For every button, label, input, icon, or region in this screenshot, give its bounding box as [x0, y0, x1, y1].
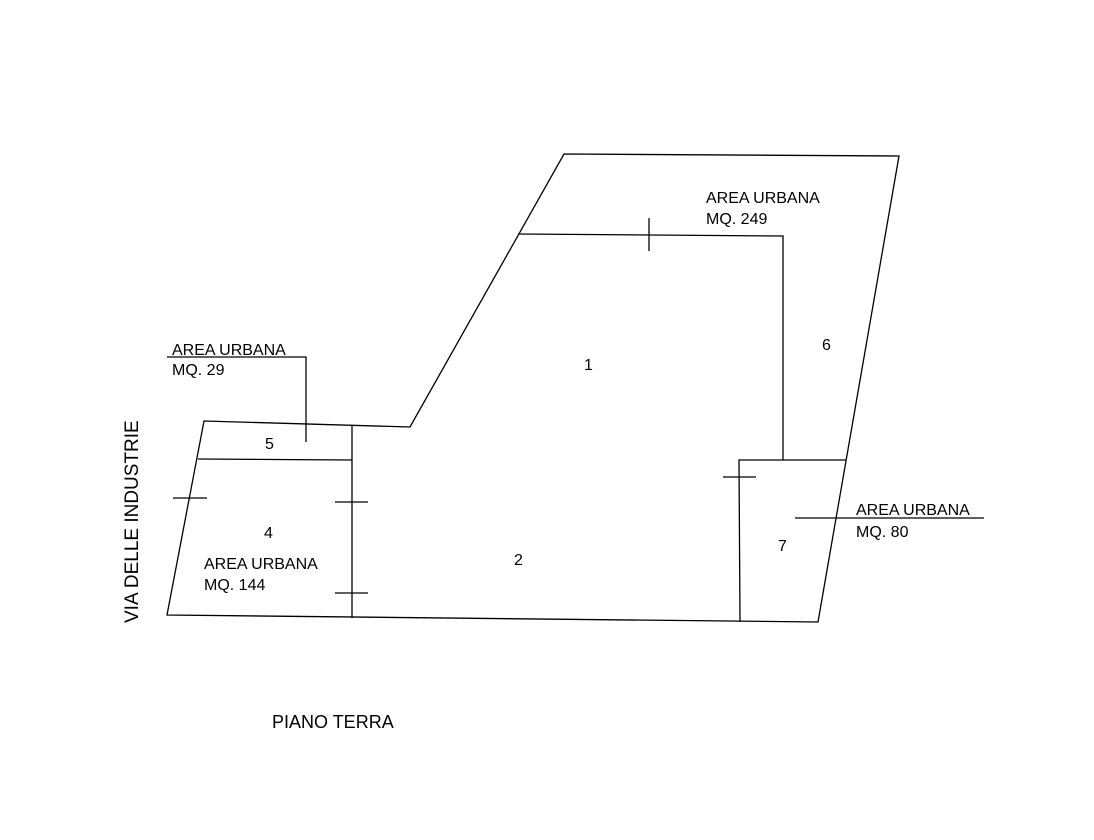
area-label: AREA URBANA [856, 502, 970, 519]
area-label: AREA URBANA [706, 190, 820, 207]
area-size: MQ. 249 [706, 211, 767, 228]
room-number: 1 [584, 357, 593, 374]
area-size: MQ. 80 [856, 524, 909, 541]
street-name: VIA DELLE INDUSTRIE [122, 420, 143, 623]
wall-room-5 [197, 458, 353, 461]
area-size: MQ. 29 [172, 362, 225, 379]
area-label: AREA URBANA [172, 342, 286, 359]
leader-line-29 [167, 356, 307, 442]
area-size: MQ. 144 [204, 577, 265, 594]
room-number: 4 [264, 525, 273, 542]
outer-boundary [166, 153, 900, 623]
wall-room-7 [738, 459, 846, 623]
room-number: 7 [778, 538, 787, 555]
room-number: 6 [822, 337, 831, 354]
room-number: 2 [514, 552, 523, 569]
room-number: 5 [265, 436, 274, 453]
plan-title: PIANO TERRA [272, 712, 394, 732]
wall-room-1 [517, 233, 784, 460]
area-label: AREA URBANA [204, 556, 318, 573]
